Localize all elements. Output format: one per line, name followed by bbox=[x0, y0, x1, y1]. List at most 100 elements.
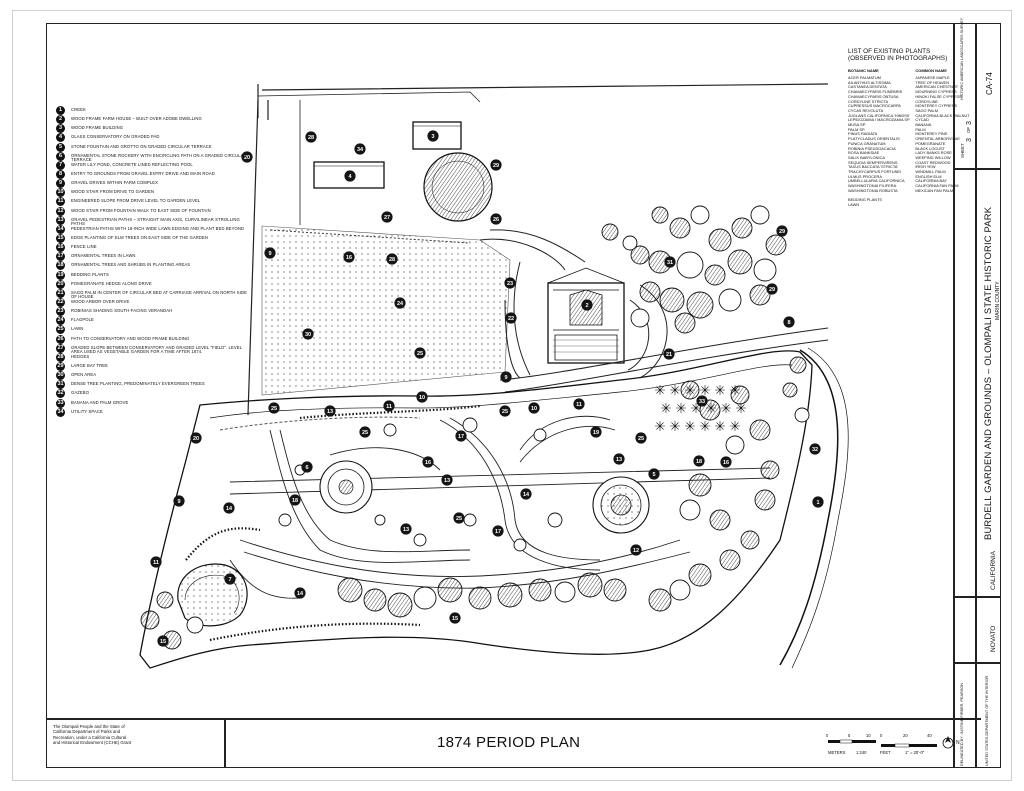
tree-canopy bbox=[794, 407, 810, 423]
tree-canopy bbox=[754, 489, 776, 511]
plan-marker: 8 bbox=[783, 316, 795, 328]
scale-unit-feet: FEET bbox=[880, 750, 891, 755]
plan-marker: 18 bbox=[693, 455, 705, 467]
plant-list: LIST OF EXISTING PLANTS (OBSERVED IN PHO… bbox=[848, 48, 973, 208]
plant-list-header: BOTANIC NAME COMMON NAME bbox=[848, 68, 973, 73]
plan-marker: 34 bbox=[354, 143, 366, 155]
svg-text:25: 25 bbox=[362, 430, 368, 436]
plan-marker: 28 bbox=[305, 131, 317, 143]
plan-marker: 11 bbox=[383, 400, 395, 412]
tree-canopy bbox=[709, 509, 731, 531]
plan-marker: 32 bbox=[809, 443, 821, 455]
palm-symbol bbox=[685, 421, 695, 431]
palm-symbol bbox=[670, 421, 680, 431]
botanic-name: UMBELLULARIA CALIFORNICA bbox=[848, 178, 905, 184]
plan-marker: 25 bbox=[499, 405, 511, 417]
legend-text: UTILITY SPACE bbox=[71, 408, 103, 414]
svg-text:8: 8 bbox=[787, 320, 790, 326]
svg-text:11: 11 bbox=[386, 404, 392, 410]
plan-marker: 29 bbox=[490, 159, 502, 171]
svg-text:1: 1 bbox=[816, 500, 819, 506]
legend-text: ORNAMENTAL STONE ROCKERY WITH ENCIRCLING… bbox=[71, 152, 247, 163]
tree-canopy bbox=[622, 235, 638, 251]
common-name: LADY BANKS ROSE bbox=[915, 150, 952, 156]
svg-text:30: 30 bbox=[305, 332, 311, 338]
common-name: ORIENTAL ARBORVITAE bbox=[915, 136, 960, 142]
tree-canopy bbox=[156, 591, 174, 609]
svg-text:25: 25 bbox=[638, 436, 644, 442]
legend-number: 17 bbox=[56, 252, 65, 262]
svg-text:13: 13 bbox=[444, 478, 450, 484]
botanic-name: ROSA BANKSIAE bbox=[848, 150, 880, 156]
legend-item: 7 WATER LILY POND, CONCRETE LINED REFLECT… bbox=[56, 160, 248, 170]
botanic-name: CYCAS REVOLUTA bbox=[848, 107, 884, 113]
legend-number: 9 bbox=[56, 179, 65, 189]
svg-text:11: 11 bbox=[153, 560, 159, 566]
tree-canopy bbox=[554, 581, 576, 603]
legend-number: 30 bbox=[56, 371, 65, 381]
tree-canopy bbox=[760, 460, 780, 480]
svg-text:7: 7 bbox=[228, 577, 231, 583]
legend-number: 23 bbox=[56, 307, 65, 317]
common-name: IRISH YEW bbox=[915, 164, 936, 170]
svg-text:27: 27 bbox=[384, 215, 390, 221]
legend-number: 10 bbox=[56, 188, 65, 198]
svg-text:25: 25 bbox=[271, 406, 277, 412]
legend-number: 29 bbox=[56, 361, 65, 371]
legend-text: STONE FOUNTAIN AND GROTTO ON GRADED CIRC… bbox=[71, 143, 212, 149]
plan-marker: 23 bbox=[504, 277, 516, 289]
agency: UNITED STATES DEPARTMENT OF THE INTERIOR bbox=[985, 675, 989, 766]
legend-text: ROBINIAS SHADING SOUTH-FACING VERANDAH bbox=[71, 308, 173, 314]
svg-text:17: 17 bbox=[495, 529, 501, 535]
plant-row: BEDDING PLANTS bbox=[848, 198, 973, 203]
svg-text:12: 12 bbox=[633, 548, 639, 554]
svg-text:9: 9 bbox=[177, 499, 180, 505]
title-block-rule-1 bbox=[953, 23, 955, 768]
legend-number: 24 bbox=[56, 316, 65, 326]
legend-text: PEDESTRIAN PATHS WITH 18-INCH WIDE LAWN … bbox=[71, 225, 245, 231]
botanic-name: CHAMAECYPARIS FUNEBRIS bbox=[848, 89, 903, 95]
bottom-rule bbox=[46, 718, 981, 720]
tree-canopy bbox=[528, 578, 552, 602]
legend-number: 31 bbox=[56, 380, 65, 390]
svg-text:13: 13 bbox=[403, 527, 409, 533]
legend-number: 14 bbox=[56, 224, 65, 234]
plan-marker: 14 bbox=[223, 502, 235, 514]
legend-text: GRAVEL PEDESTRIAN PATHS – STRAIGHT MAIN … bbox=[71, 216, 240, 227]
svg-text:13: 13 bbox=[327, 409, 333, 415]
common-name: MOURNING CYPRESS bbox=[915, 89, 957, 95]
tree-canopy bbox=[374, 514, 386, 526]
legend-number: 25 bbox=[56, 325, 65, 335]
sheet-number: 3 bbox=[966, 138, 973, 142]
common-name: ENGLISH ELM bbox=[915, 173, 942, 179]
plan-marker: 25 bbox=[359, 426, 371, 438]
botanic-name: TAXUS BACCATA 'STRICTA' bbox=[848, 164, 899, 170]
legend-text: WATER LILY POND, CONCRETE LINED REFLECTI… bbox=[71, 161, 193, 167]
plan-marker: 26 bbox=[490, 213, 502, 225]
legend-text: WOOD ARBOR OVER DRIVE bbox=[71, 298, 130, 304]
tree-canopy bbox=[630, 308, 650, 328]
tree-canopy bbox=[648, 588, 672, 612]
plan-marker: 10 bbox=[528, 402, 540, 414]
plan-marker: 22 bbox=[505, 312, 517, 324]
tree-canopy bbox=[704, 264, 726, 286]
legend-number: 7 bbox=[56, 160, 65, 170]
legend-text: EDGE PLANTING OF ELM TREES ON EAST SIDE … bbox=[71, 234, 208, 240]
plan-marker: 16 bbox=[422, 456, 434, 468]
tree-canopy bbox=[468, 586, 492, 610]
plan-marker: 13 bbox=[441, 474, 453, 486]
legend-number: 28 bbox=[56, 352, 65, 362]
large-bay-tree bbox=[423, 152, 493, 222]
